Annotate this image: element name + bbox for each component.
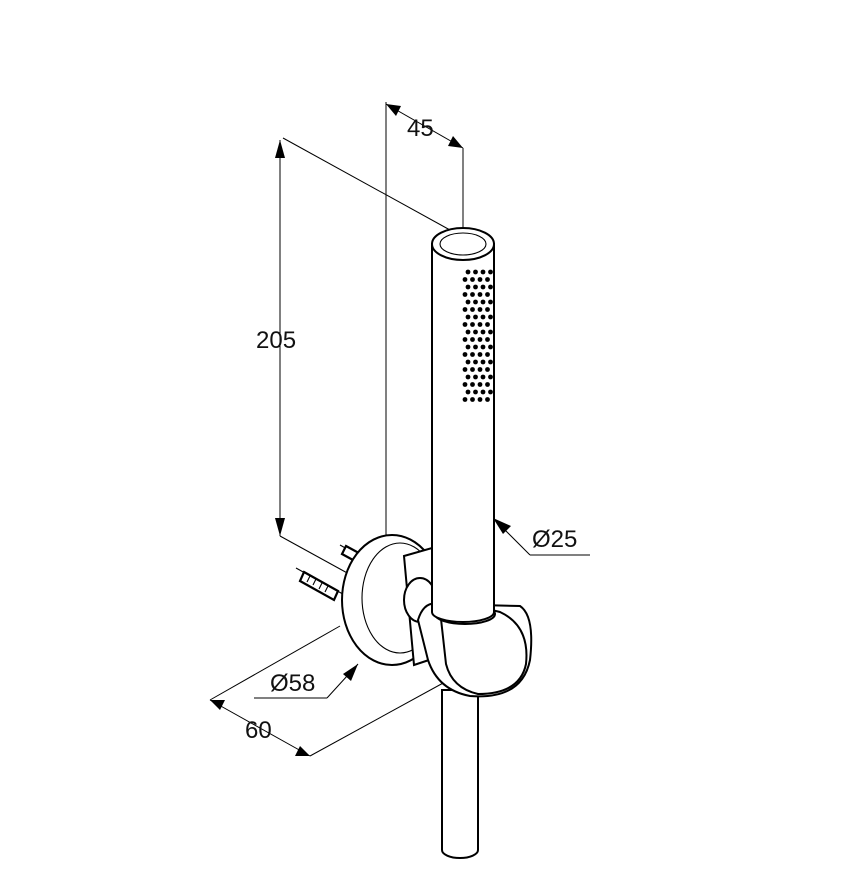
nozzle-dot: [477, 397, 483, 402]
nozzle-dot: [480, 374, 486, 380]
nozzle-dot: [462, 307, 468, 312]
nozzle-dot: [473, 329, 478, 335]
nozzle-dot: [488, 269, 493, 275]
nozzle-dot: [462, 337, 468, 342]
spray-nozzles: [462, 269, 493, 402]
nozzle-dot: [477, 277, 483, 282]
nozzle-dot: [480, 344, 486, 350]
nozzle-dot: [473, 344, 478, 350]
nozzle-dot: [480, 269, 486, 275]
nozzle-dot: [485, 397, 490, 402]
nozzle-dot: [480, 284, 486, 290]
nozzle-dot: [480, 359, 486, 365]
nozzle-dot: [488, 359, 493, 365]
dimension-labels: 45 205 Ø25 Ø58 60: [245, 115, 577, 744]
nozzle-dot: [485, 322, 490, 327]
nozzle-dot: [473, 389, 478, 395]
nozzle-dot: [480, 299, 486, 305]
rosette-diameter-label: Ø58: [270, 670, 315, 697]
nozzle-dot: [488, 389, 493, 395]
nozzle-dot: [473, 284, 478, 290]
nozzle-dot: [462, 397, 468, 402]
nozzle-dot: [477, 292, 483, 297]
nozzle-dot: [462, 382, 468, 387]
nozzle-dot: [488, 329, 493, 335]
nozzle-dot: [485, 337, 490, 342]
nozzle-dot: [477, 367, 483, 372]
nozzle-dot: [473, 374, 478, 380]
nozzle-dot: [462, 322, 468, 327]
nozzle-dot: [465, 299, 471, 305]
nozzle-dot: [465, 284, 471, 290]
dimension-arrows: [210, 104, 511, 756]
depth-dimension-label: 60: [245, 717, 272, 744]
nozzle-dot: [477, 322, 483, 327]
nozzle-dot: [485, 307, 490, 312]
nozzle-dot: [462, 292, 468, 297]
nozzle-dot: [473, 269, 478, 275]
nozzle-dot: [465, 344, 471, 350]
nozzle-dot: [465, 269, 471, 275]
nozzle-dot: [485, 367, 490, 372]
nozzle-dot: [473, 299, 478, 305]
nozzle-dot: [462, 277, 468, 282]
nozzle-dot: [470, 397, 475, 402]
width-dimension-label: 45: [407, 115, 434, 142]
nozzle-dot: [470, 352, 475, 357]
nozzle-dot: [477, 352, 483, 357]
nozzle-dot: [465, 329, 471, 335]
nozzle-dot: [470, 307, 475, 312]
shower-hose: [441, 689, 479, 859]
holder-bracket: [416, 602, 533, 698]
nozzle-dot: [465, 389, 471, 395]
nozzle-dot: [488, 374, 493, 380]
nozzle-dot: [488, 299, 493, 305]
nozzle-dot: [485, 382, 490, 387]
nozzle-dot: [465, 374, 471, 380]
nozzle-dot: [473, 359, 478, 365]
nozzle-dot: [477, 382, 483, 387]
nozzle-dot: [470, 367, 475, 372]
nozzle-dot: [470, 337, 475, 342]
nozzle-dot: [480, 314, 486, 320]
nozzle-dot: [470, 382, 475, 387]
nozzle-dot: [462, 367, 468, 372]
nozzle-dot: [488, 344, 493, 350]
nozzle-dot: [488, 314, 493, 320]
handshower-diameter-label: Ø25: [532, 526, 577, 553]
nozzle-dot: [465, 359, 471, 365]
nozzle-dot: [488, 284, 493, 290]
nozzle-dot: [477, 337, 483, 342]
nozzle-dot: [465, 314, 471, 320]
nozzle-dot: [470, 277, 475, 282]
nozzle-dot: [480, 389, 486, 395]
nozzle-dot: [473, 314, 478, 320]
nozzle-dot: [485, 352, 490, 357]
nozzle-dot: [485, 277, 490, 282]
dimension-lines: [209, 102, 590, 757]
nozzle-dot: [462, 352, 468, 357]
nozzle-dot: [470, 322, 475, 327]
nozzle-dot: [470, 292, 475, 297]
nozzle-dot: [480, 329, 486, 335]
nozzle-dot: [485, 292, 490, 297]
nozzle-dot: [477, 307, 483, 312]
height-dimension-label: 205: [256, 327, 296, 354]
